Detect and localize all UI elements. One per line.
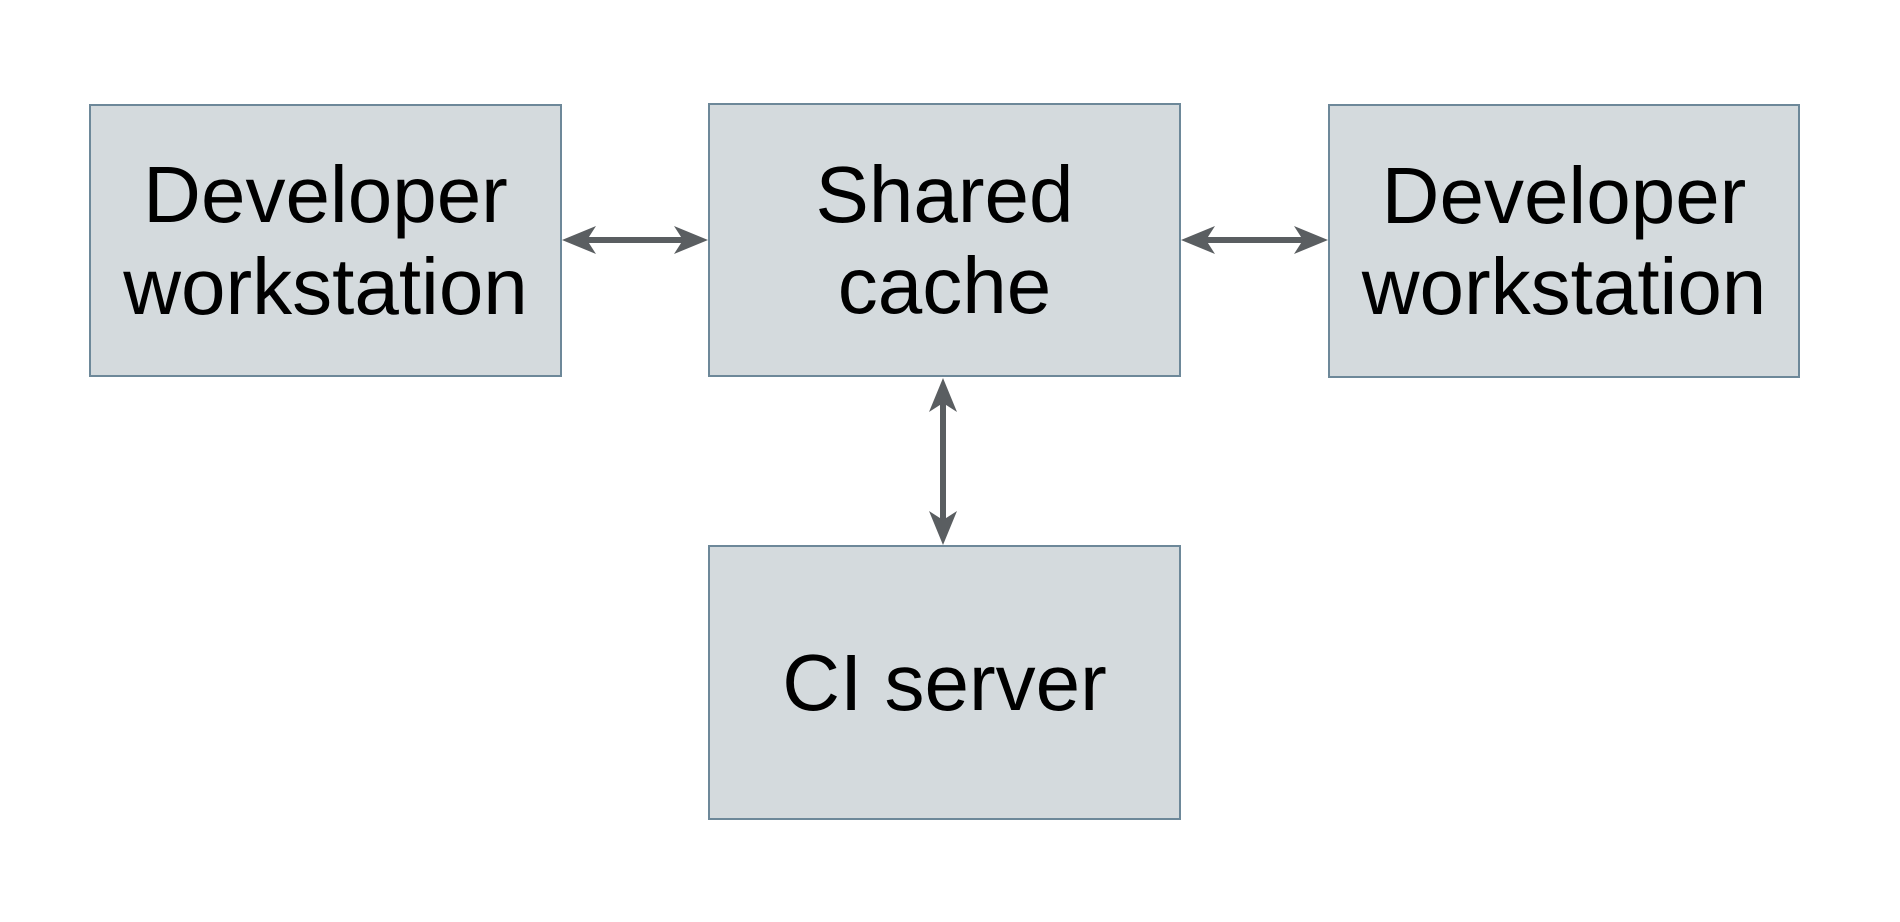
double-arrow-icon — [1181, 226, 1328, 254]
node-ci-server: CI server — [708, 545, 1181, 820]
node-label-line: workstation — [1361, 242, 1767, 331]
double-arrow-cache-workstation-right — [1181, 216, 1328, 264]
node-shared-cache: Shared cache — [708, 103, 1181, 377]
node-label-line: Developer — [1381, 150, 1747, 240]
double-arrow-icon — [929, 378, 957, 545]
node-developer-workstation-left: Developer workstation — [89, 104, 562, 377]
node-label-line: Shared — [815, 149, 1074, 239]
double-arrow-icon — [562, 226, 708, 254]
node-label-line: Developer — [143, 150, 508, 240]
double-arrow-cache-ci-server — [919, 378, 967, 545]
node-developer-workstation-right: Developer workstation — [1328, 104, 1800, 378]
node-label-line: workstation — [123, 241, 528, 331]
node-label-line: CI server — [782, 637, 1107, 727]
node-label-line: cache — [837, 241, 1052, 330]
double-arrow-workstation-left-cache — [562, 216, 708, 264]
